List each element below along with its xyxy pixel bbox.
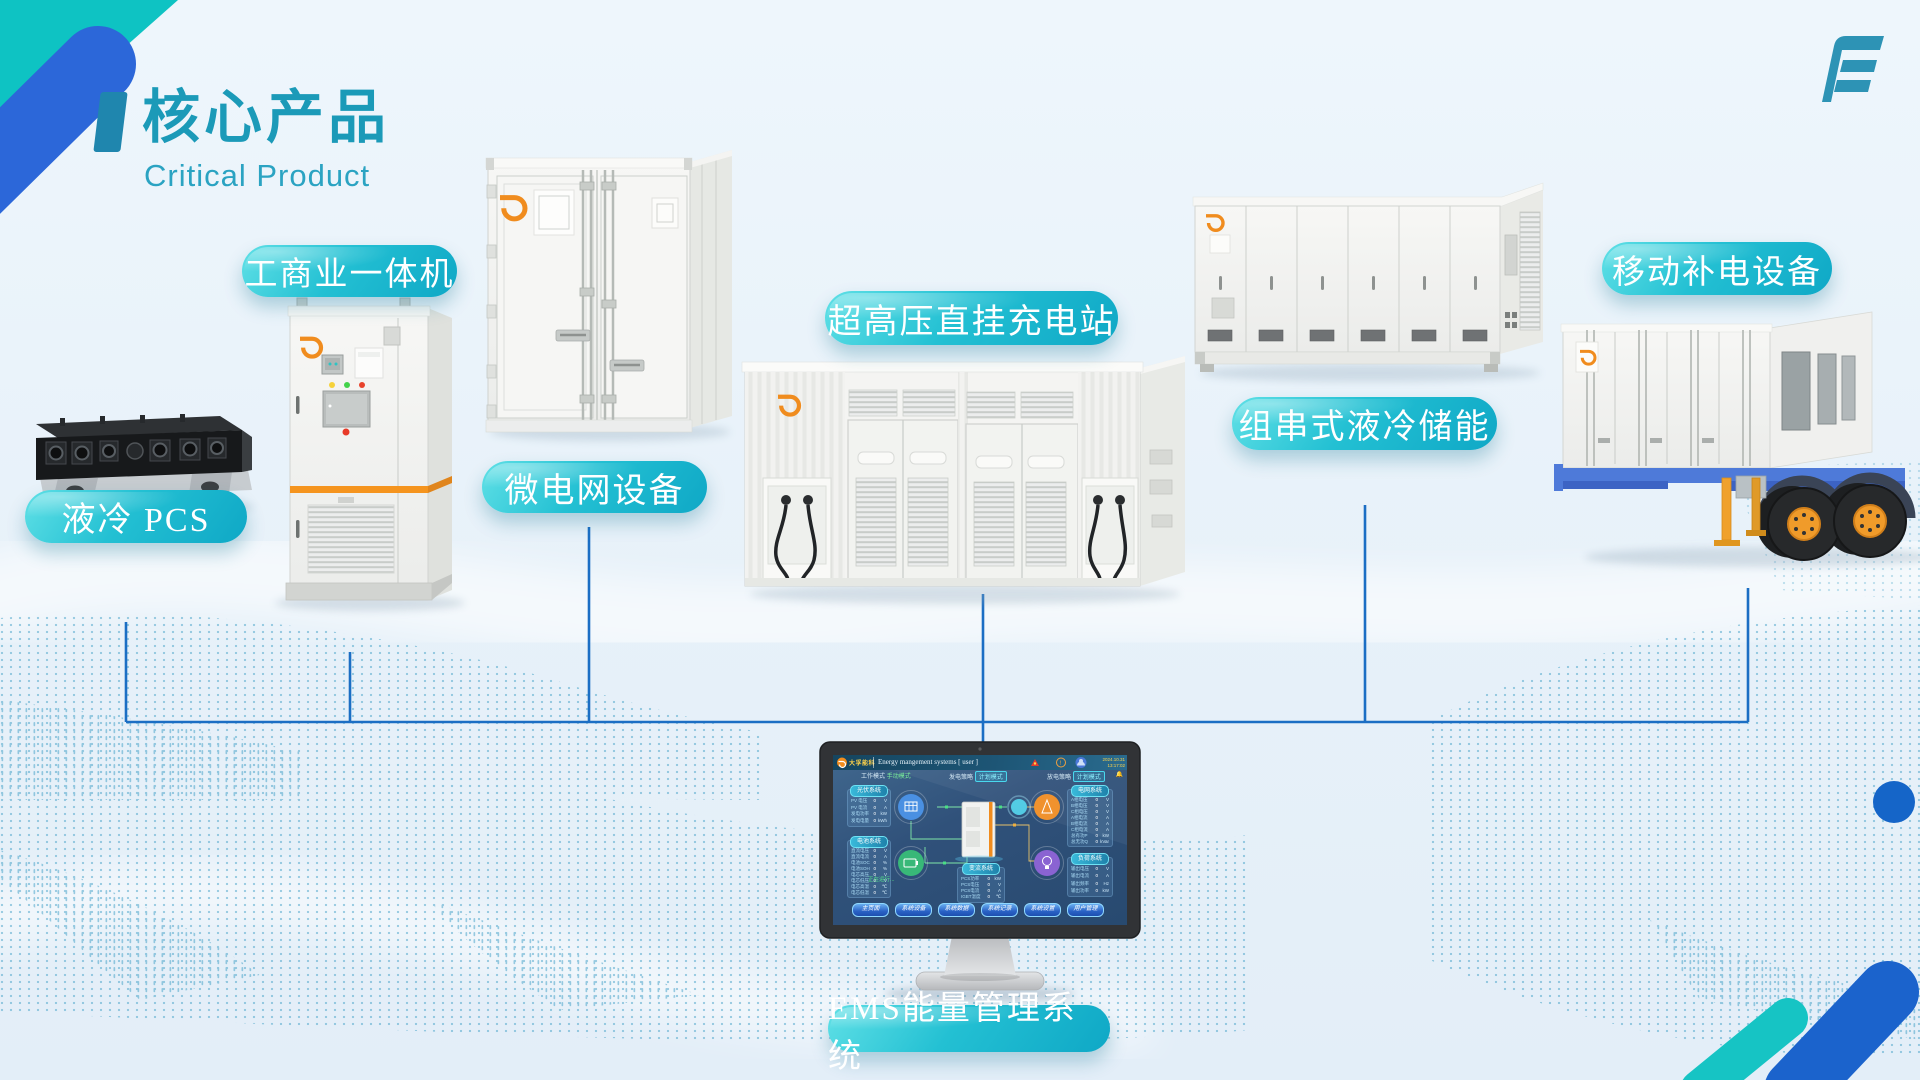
label-microgrid-equipment: 微电网设备 (482, 461, 707, 513)
ems-button: 系统设置 (1024, 903, 1061, 917)
ems-screen-diagram (893, 770, 1127, 880)
product-image-commercial-cabinet (275, 297, 465, 611)
ems-button: 系统设备 (895, 903, 932, 917)
ems-button: 主页面 (852, 903, 889, 917)
ems-button: 系统数据 (938, 903, 975, 917)
label-string-storage: 组串式液冷储能 (1232, 397, 1497, 450)
page-title: 核心产品 (142, 85, 391, 150)
ems-header (833, 755, 1127, 770)
product-image-hv-charging-station (741, 356, 1185, 604)
svg-text:!: ! (1060, 761, 1062, 767)
blue-dot-decor (1873, 781, 1915, 823)
page-subtitle: Critical Product (144, 158, 371, 193)
label-liquid-cooled-pcs: 液冷 PCS (25, 490, 247, 543)
ems-button: 系统记录 (981, 903, 1018, 917)
label-ems: EMS能量管理系统 (828, 991, 1110, 1075)
product-image-mobile-charging-trailer (1554, 311, 1920, 567)
ems-screen: ! 大孚能科 Energy mangement systems [ user ]… (833, 755, 1127, 925)
product-image-string-storage (1192, 182, 1544, 382)
ems-header-divider (873, 757, 874, 768)
ems-status: 正在运行... (868, 877, 895, 883)
connector-lines (124, 505, 1750, 748)
ems-header-icons: ! (837, 757, 1087, 769)
label-commercial-all-in-one: 工商业一体机 (242, 245, 457, 297)
ems-brand: 大孚能科 (849, 761, 876, 767)
ems-button: 用户管理 (1067, 903, 1104, 917)
bell-icon: 🔔 (1115, 772, 1123, 778)
ems-buttons: 主页面系统设备系统数据系统记录系统设置用户管理 (849, 903, 1107, 917)
product-image-microgrid-container (485, 150, 732, 441)
corner-decor-top-left (0, 0, 178, 214)
ems-title: Energy mangement systems [ user ] (878, 758, 978, 766)
brand-logo (1822, 36, 1884, 102)
label-hv-charging-station: 超高压直挂充电站 (825, 291, 1118, 345)
ems-mode-row: 工作模式 手动模式 发电策略 计划模式 放电策略 计划模式 🔔 (861, 771, 1123, 782)
corner-decor-bottom-right (1682, 781, 1919, 1080)
label-mobile-charging: 移动补电设备 (1602, 242, 1832, 295)
